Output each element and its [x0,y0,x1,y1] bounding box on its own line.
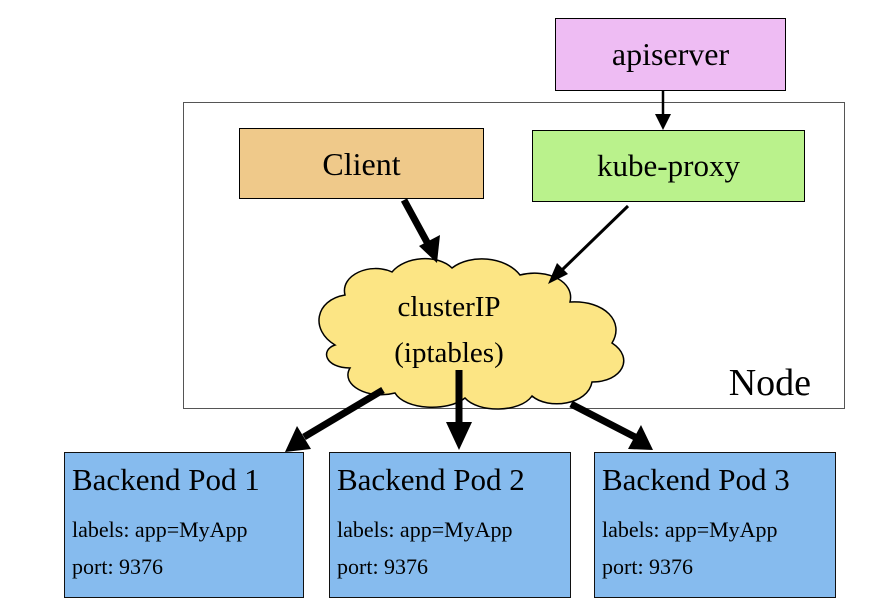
arrowhead-cluster-ip-to-pod-3 [628,425,653,450]
pod-port: port: 9376 [72,554,164,579]
node-label: Node [728,362,811,404]
backend-pod-1: Backend Pod 1 labels: app=MyApp port: 93… [64,452,304,598]
cluster-ip-label: clusterIP [397,291,501,323]
arrowhead-apiserver-to-kube-proxy [655,114,671,130]
pod-port: port: 9376 [337,554,429,579]
arrowhead-client-to-cluster-ip [419,235,440,263]
arrow-cluster-ip-to-pod-1 [302,386,385,441]
client-label: Client [322,146,401,182]
arrow-cluster-ip-to-pod-3 [569,400,637,441]
pod-labels: labels: app=MyApp [602,517,778,542]
apiserver-label: apiserver [611,36,730,72]
pod-port: port: 9376 [602,554,694,579]
client-box: Client [239,128,484,199]
iptables-label: (iptables) [394,337,504,369]
arrowhead-cluster-ip-to-pod-2 [446,422,472,450]
apiserver-box: apiserver [555,18,786,91]
pod-labels: labels: app=MyApp [337,517,513,542]
kube-proxy-box: kube-proxy [532,130,805,202]
backend-pod-2: Backend Pod 2 labels: app=MyApp port: 93… [329,452,571,598]
arrowhead-kube-proxy-to-cluster-ip [548,263,568,284]
pod-title: Backend Pod 1 [72,462,260,497]
arrowhead-cluster-ip-to-pod-1 [285,426,311,452]
pod-labels: labels: app=MyApp [72,517,248,542]
pod-title: Backend Pod 2 [337,462,525,497]
arrow-client-to-cluster-ip [400,198,432,246]
pod-title: Backend Pod 3 [602,462,790,497]
backend-pod-3: Backend Pod 3 labels: app=MyApp port: 93… [594,452,836,598]
kube-proxy-label: kube-proxy [597,148,740,183]
cluster-ip-cloud [318,257,625,410]
arrow-kube-proxy-to-cluster-ip [560,204,630,272]
